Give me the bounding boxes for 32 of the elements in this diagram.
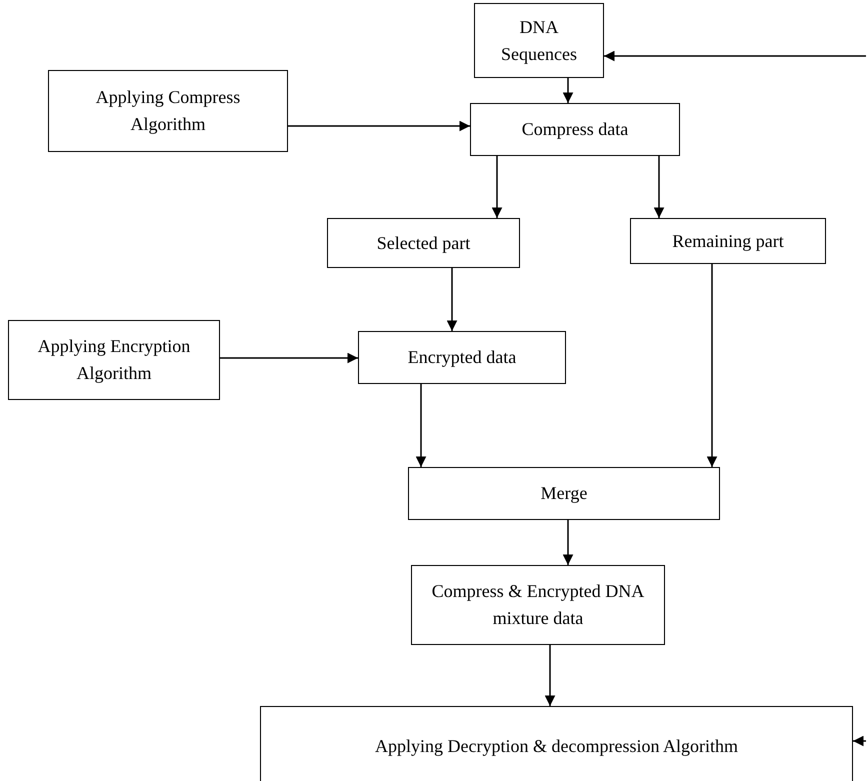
arrow	[492, 156, 502, 218]
box-label: Selected part	[376, 232, 470, 255]
process-box	[327, 218, 520, 268]
box-label: Compress data	[522, 118, 628, 141]
box-label: Remaining part	[672, 230, 784, 253]
box-label: Encrypted data	[408, 346, 516, 369]
process-box	[411, 565, 665, 645]
arrow	[562, 520, 574, 565]
arrow	[562, 78, 574, 103]
arrow	[654, 156, 664, 218]
arrow	[220, 352, 358, 364]
process-box	[358, 331, 566, 384]
process-box	[8, 320, 220, 400]
box-label: Applying Encryption Algorithm	[36, 335, 192, 385]
arrow	[544, 645, 556, 706]
process-box	[260, 706, 853, 781]
arrow	[288, 120, 470, 132]
arrow	[446, 268, 458, 331]
process-box	[474, 3, 604, 78]
arrow	[416, 384, 426, 467]
box-label: DNA Sequences	[500, 16, 578, 66]
process-box	[408, 467, 720, 520]
box-label: Applying Decryption & decompression Algorithm	[375, 734, 738, 758]
arrow	[853, 736, 866, 746]
process-box	[470, 103, 680, 156]
box-label: Compress & Encrypted DNA mixture data	[430, 580, 646, 630]
arrow	[706, 264, 718, 467]
process-box	[48, 70, 288, 152]
box-label: Applying Compress Algorithm	[94, 86, 242, 136]
arrow	[604, 50, 866, 62]
box-label: Merge	[540, 482, 588, 505]
process-box	[630, 218, 826, 264]
